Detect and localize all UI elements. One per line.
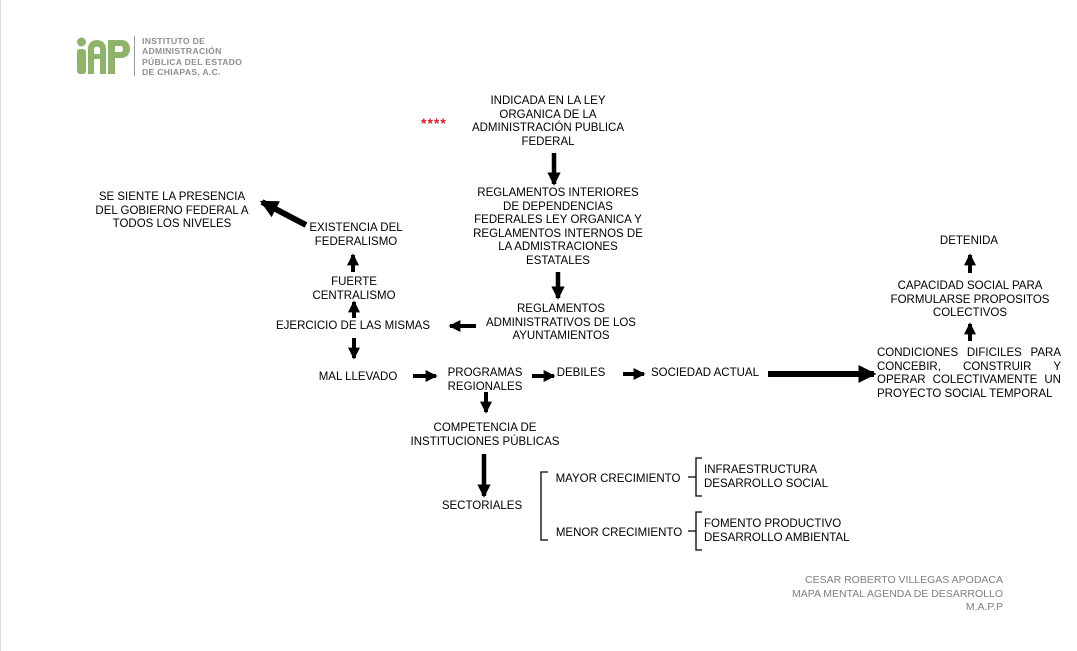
node-indicada-ley-organica: INDICADA EN LA LEY ORGANICA DE LA ADMINI…: [471, 95, 625, 148]
node-competencia-instituciones: COMPETENCIA DE INSTITUCIONES PÚBLICAS: [410, 422, 560, 448]
node-condiciones-dificiles: CONDICIONES DIFICILES PARA CONCEBIR, CON…: [877, 347, 1061, 400]
logo-institution-name: INSTITUTO DE ADMINISTRACIÓN PÚBLICA DEL …: [142, 36, 243, 77]
node-infraestructura: INFRAESTRUCTURA DESARROLLO SOCIAL: [704, 464, 828, 490]
node-debiles: DEBILES: [556, 367, 606, 379]
arrow-federalismo-to-presencia: [259, 199, 308, 228]
node-reglamentos-interiores: REGLAMENTOS INTERIORES DE DEPENDENCIAS F…: [473, 187, 643, 267]
node-presencia-gobierno-federal: SE SIENTE LA PRESENCIA DEL GOBIERNO FEDE…: [95, 191, 249, 231]
node-sectoriales: SECTORIALES: [441, 500, 523, 512]
node-mal-llevado: MAL LLEVADO: [318, 371, 398, 383]
node-programas-regionales: PROGRAMAS REGIONALES: [447, 367, 523, 393]
node-reglamentos-administrativos: REGLAMENTOS ADMINISTRATIVOS DE LOS AYUNT…: [486, 303, 636, 343]
node-existencia-federalismo: EXISTENCIA DEL FEDERALISMO: [309, 222, 403, 248]
node-ejercicio-de-las-mismas: EJERCICIO DE LAS MISMAS: [275, 320, 430, 332]
footer-credits: CESAR ROBERTO VILLEGAS APODACA MAPA MENT…: [791, 574, 1003, 613]
iap-logo-icon: [77, 37, 130, 74]
node-sociedad-actual: SOCIEDAD ACTUAL: [651, 367, 759, 379]
node-capacidad-social: CAPACIDAD SOCIAL PARA FORMULARSE PROPOSI…: [890, 280, 1050, 320]
node-fuerte-centralismo: FUERTE CENTRALISMO: [312, 276, 396, 302]
slide-left-border: [0, 0, 1, 651]
mayor-crecimiento-brace: [688, 457, 702, 497]
highlight-marker: ****: [421, 115, 447, 131]
menor-crecimiento-brace: [688, 511, 702, 551]
node-fomento-productivo: FOMENTO PRODUCTIVO DESARROLLO AMBIENTAL: [704, 518, 850, 544]
node-detenida: DETENIDA: [939, 235, 999, 247]
node-mayor-crecimiento: MAYOR CRECIMIENTO: [555, 473, 681, 485]
sectoriales-brace-frame: [540, 471, 548, 541]
logo-separator: [134, 36, 135, 76]
node-menor-crecimiento: MENOR CRECIMIENTO: [555, 527, 683, 539]
